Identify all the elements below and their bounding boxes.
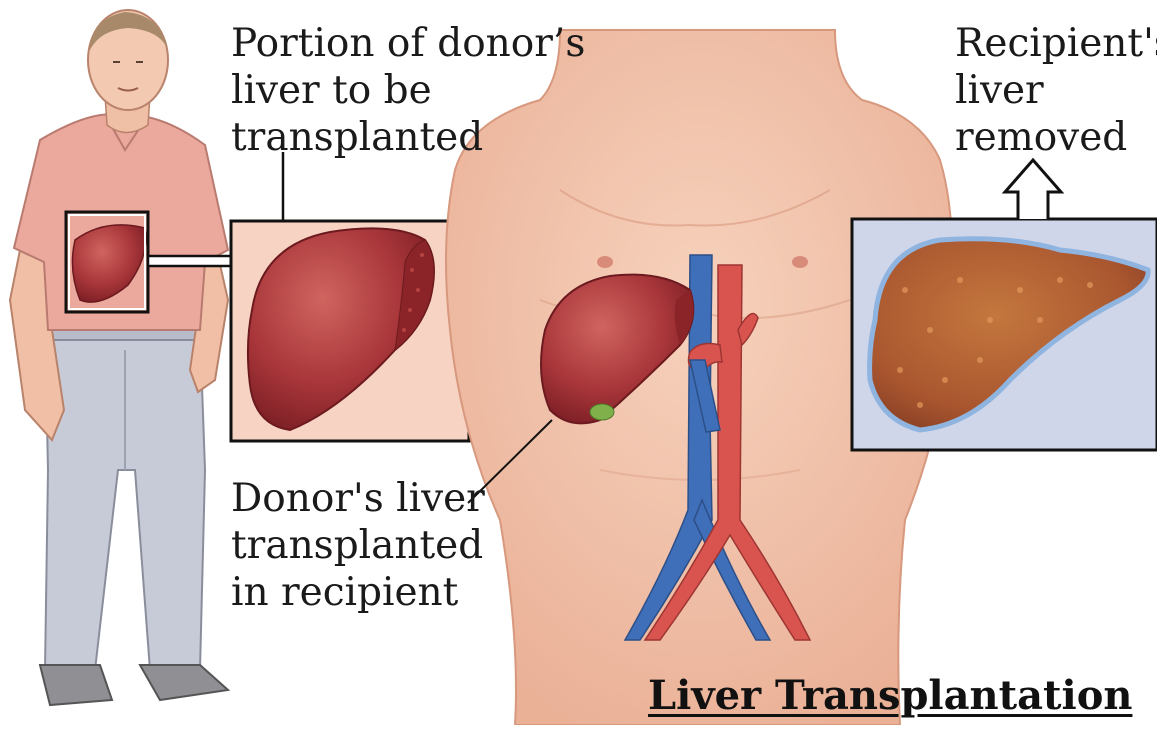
diagram-title: Liver Transplantation (648, 672, 1132, 719)
donor-portion-line-2: liver to be (231, 67, 585, 114)
donor-transplanted-line-3: in recipient (231, 569, 485, 616)
donor-portion-line-3: transplanted (231, 114, 585, 161)
donor-transplanted-line-2: transplanted (231, 522, 485, 569)
donor-figure (10, 10, 233, 705)
recipient-liver-inset (852, 219, 1157, 450)
arrow-up-icon (1005, 160, 1061, 219)
recipient-removed-label: Recipient's liver removed (955, 20, 1157, 161)
donor-transplanted-line-1: Donor's liver (231, 475, 485, 522)
donor-portion-label: Portion of donor’s liver to be transplan… (231, 20, 585, 161)
recipient-removed-line-3: removed (955, 114, 1157, 161)
donor-portion-line-1: Portion of donor’s (231, 20, 585, 67)
donor-liver-inset (231, 221, 469, 441)
donor-transplanted-label: Donor's liver transplanted in recipient (231, 475, 485, 616)
recipient-removed-line-1: Recipient's (955, 20, 1157, 67)
recipient-removed-line-2: liver (955, 67, 1157, 114)
